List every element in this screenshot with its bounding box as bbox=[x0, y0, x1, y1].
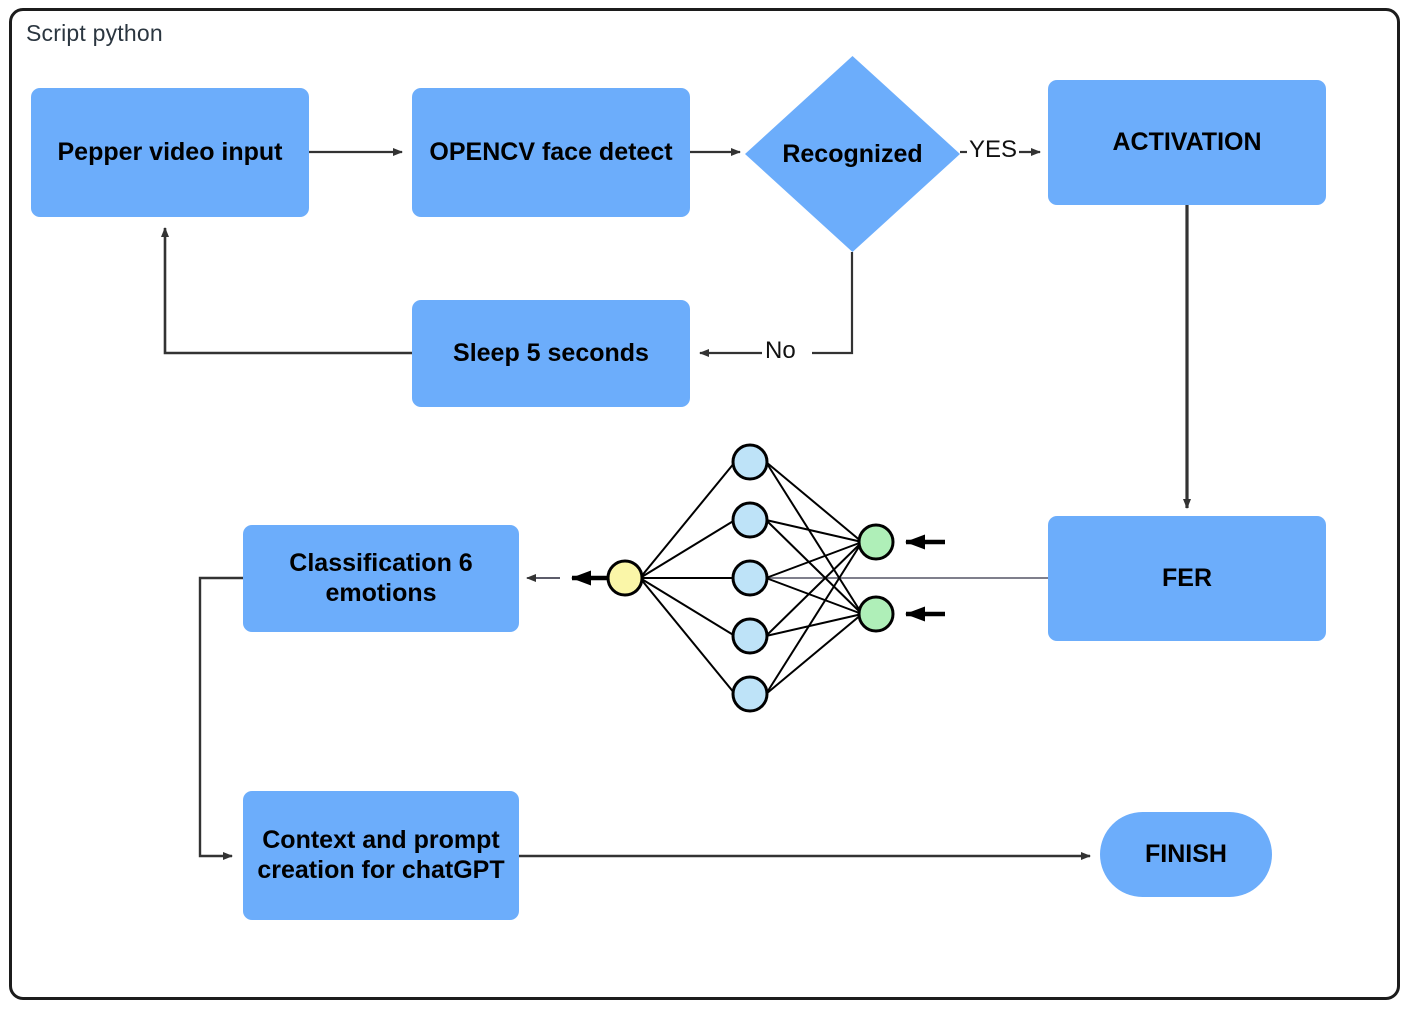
script-python-frame bbox=[9, 8, 1400, 1000]
node-pepper-video-input[interactable]: Pepper video input bbox=[31, 88, 309, 217]
node-activation[interactable]: ACTIVATION bbox=[1048, 80, 1326, 205]
node-opencv-face-detect[interactable]: OPENCV face detect bbox=[412, 88, 690, 217]
node-classification-6-emotions[interactable]: Classification 6 emotions bbox=[243, 525, 519, 632]
node-label: ACTIVATION bbox=[1112, 127, 1262, 156]
node-label: FER bbox=[1162, 563, 1212, 592]
node-context-and-prompt-creation[interactable]: Context and prompt creation for chatGPT bbox=[243, 791, 519, 920]
node-label: Sleep 5 seconds bbox=[453, 338, 649, 367]
node-fer[interactable]: FER bbox=[1048, 516, 1326, 641]
node-sleep-5-seconds[interactable]: Sleep 5 seconds bbox=[412, 300, 690, 407]
node-label: Context and prompt creation for chatGPT bbox=[257, 826, 505, 884]
node-recognized-decision[interactable]: Recognized bbox=[745, 56, 960, 252]
node-label: Pepper video input bbox=[57, 137, 283, 166]
node-finish[interactable]: FINISH bbox=[1100, 812, 1272, 897]
node-label: Recognized bbox=[782, 139, 923, 168]
node-label: FINISH bbox=[1145, 839, 1227, 868]
frame-title: Script python bbox=[26, 20, 163, 46]
node-label: OPENCV face detect bbox=[429, 137, 673, 166]
edge-label-yes: YES bbox=[967, 136, 1020, 164]
node-label: Classification 6 emotions bbox=[289, 549, 473, 607]
edge-label-no: No bbox=[763, 337, 798, 365]
